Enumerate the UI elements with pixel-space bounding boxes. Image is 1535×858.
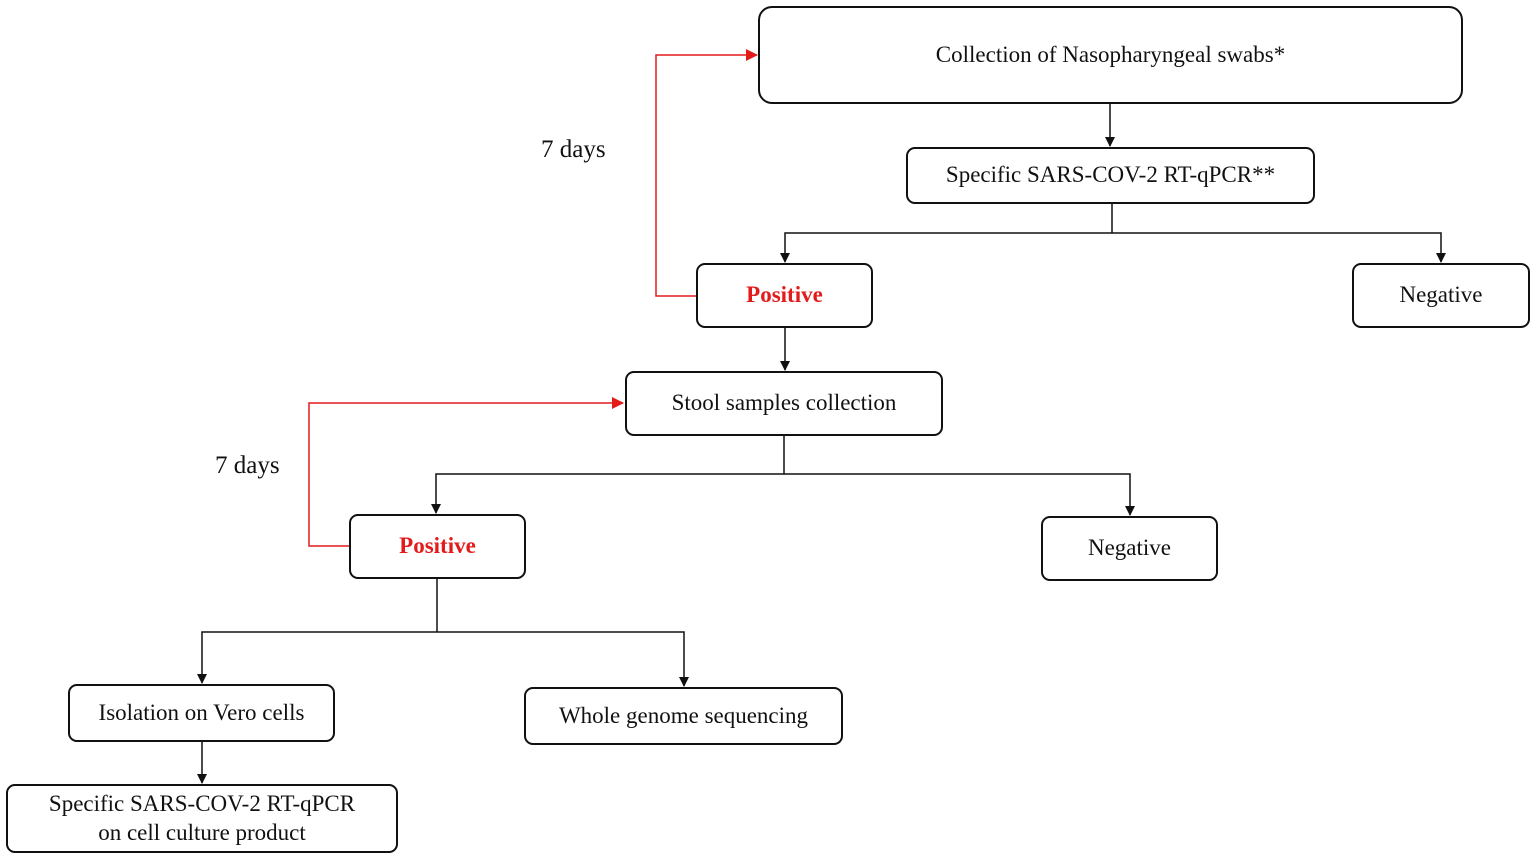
rtqpcr-cell-culture-box: Specific SARS-COV-2 RT-qPCR on cell cult…	[6, 784, 398, 853]
arrow-stool-to-positive	[431, 473, 784, 514]
rtqpcr-cell-culture-label-line1: Specific SARS-COV-2 RT-qPCR	[48, 790, 356, 816]
negative-box-swab: Negative	[1352, 263, 1530, 328]
loop-label-upper: 7 days	[541, 136, 606, 163]
loop-label-lower: 7 days	[215, 452, 280, 479]
vero-isolation-label: Isolation on Vero cells	[98, 699, 305, 725]
rtqpcr-cell-culture-label-line2: on cell culture product	[98, 819, 306, 845]
negative-label-stool: Negative	[1087, 535, 1171, 561]
rtqpcr-label: Specific SARS-COV-2 RT-qPCR**	[945, 162, 1276, 188]
stool-samples-box: Stool samples collection	[625, 371, 943, 436]
loop-arrow-upper	[655, 49, 758, 297]
arrow-stool-to-negative	[784, 473, 1135, 516]
positive-label-stool: Positive	[399, 533, 476, 559]
arrow-positive-to-wgs	[437, 631, 689, 687]
positive-box-swab: Positive	[696, 263, 873, 328]
whole-genome-sequencing-box: Whole genome sequencing	[524, 687, 843, 745]
vero-isolation-box: Isolation on Vero cells	[68, 684, 335, 742]
whole-genome-sequencing-label: Whole genome sequencing	[558, 702, 809, 728]
arrow-positive-to-vero	[197, 631, 437, 684]
negative-label-swab: Negative	[1399, 282, 1483, 308]
loop-arrow-lower	[308, 397, 624, 547]
rtqpcr-box: Specific SARS-COV-2 RT-qPCR**	[906, 147, 1315, 204]
nasopharyngeal-swabs-box: Collection of Nasopharyngeal swabs*	[758, 6, 1463, 104]
negative-box-stool: Negative	[1041, 516, 1218, 581]
positive-label-swab: Positive	[746, 282, 823, 308]
stool-samples-label: Stool samples collection	[671, 390, 897, 416]
arrow-rtqpcr-to-positive	[780, 232, 1112, 263]
arrow-rtqpcr-to-negative	[1112, 232, 1446, 263]
nasopharyngeal-swabs-label: Collection of Nasopharyngeal swabs*	[935, 41, 1286, 67]
positive-box-stool: Positive	[349, 514, 526, 579]
